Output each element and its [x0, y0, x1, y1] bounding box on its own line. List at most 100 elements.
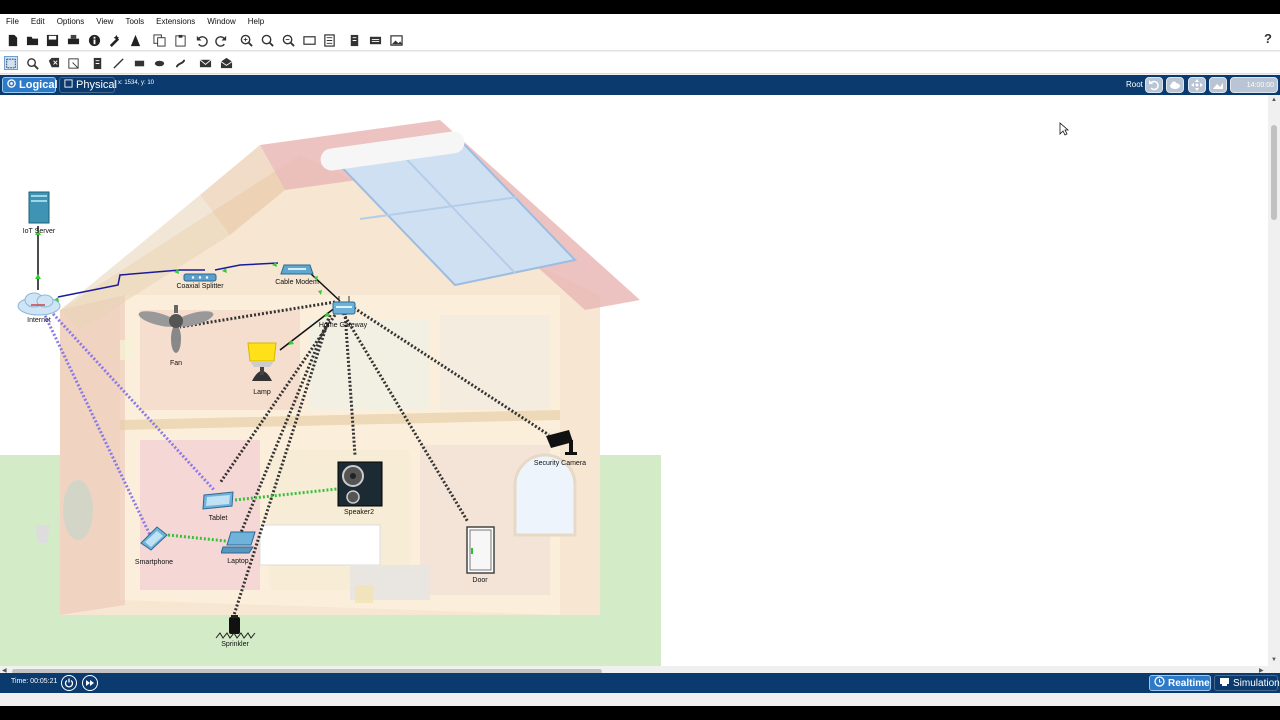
speaker-icon[interactable] [337, 461, 383, 512]
fan-label: Fan [169, 360, 183, 367]
simulation-icon [1219, 676, 1230, 690]
network-links [35, 226, 550, 616]
laptop-label: Laptop [227, 558, 249, 565]
tablet-label: Tablet [208, 515, 228, 522]
simulation-mode-button[interactable]: Simulation [1214, 675, 1280, 691]
place-note-icon[interactable] [90, 56, 104, 70]
security-camera-label: Security Camera [533, 460, 587, 467]
tab-physical-label: Physical [76, 79, 117, 91]
tablet-icon[interactable] [200, 491, 236, 516]
edit-toolbar [0, 52, 1280, 74]
new-file-icon[interactable] [5, 33, 19, 47]
simulation-time: Time: 00:05:21 [11, 678, 58, 685]
cable-modem-icon[interactable] [280, 263, 314, 281]
menu-bar: File Edit Options View Tools Extensions … [0, 14, 1280, 29]
laptop-icon[interactable] [220, 531, 259, 560]
select-tool-icon[interactable] [4, 56, 18, 70]
smartphone-label: Smartphone [134, 559, 174, 566]
tab-physical[interactable]: Physical [59, 77, 117, 93]
horizontal-scrollbar[interactable]: ◀ ▶ [0, 666, 1268, 677]
wizard-icon[interactable] [107, 33, 121, 47]
logical-view-icon [7, 79, 16, 91]
fan-icon[interactable] [138, 305, 214, 362]
home-gateway-label: Home Gateway [318, 322, 368, 329]
menu-options[interactable]: Options [56, 17, 85, 26]
background-image-icon[interactable] [1209, 77, 1227, 93]
menu-file[interactable]: File [6, 17, 19, 26]
scroll-up-icon[interactable]: ▲ [1271, 97, 1277, 103]
lamp-label: Lamp [253, 389, 271, 396]
realtime-clock-icon [1154, 676, 1165, 690]
save-icon[interactable] [45, 33, 59, 47]
scroll-down-icon[interactable]: ▼ [1271, 657, 1277, 663]
delete-tool-icon[interactable] [46, 56, 60, 70]
sprinkler-icon[interactable] [212, 615, 258, 646]
smartphone-icon[interactable] [137, 525, 171, 556]
image-icon[interactable] [389, 33, 403, 47]
door-label: Door [472, 577, 488, 584]
coaxial-splitter-icon[interactable] [183, 270, 217, 288]
help-question-icon[interactable]: ? [1264, 31, 1272, 46]
pdu-list-icon[interactable] [368, 33, 382, 47]
paste-icon[interactable] [173, 33, 187, 47]
simulation-label: Simulation [1233, 677, 1280, 689]
sprinkler-label: Sprinkler [221, 641, 249, 648]
resize-tool-icon[interactable] [66, 56, 80, 70]
tab-logical[interactable]: Logical [2, 77, 58, 93]
draw-line-icon[interactable] [111, 56, 125, 70]
copy-icon[interactable] [152, 33, 166, 47]
workspace-tabbar: Logical Physical x: 1534, y: 10 Root 14:… [0, 75, 1280, 95]
lamp-icon[interactable] [242, 341, 282, 392]
speaker-label: Speaker2 [344, 509, 374, 516]
fast-forward-icon[interactable] [82, 675, 98, 691]
internet-cloud-icon[interactable] [16, 291, 62, 322]
zoom-reset-icon[interactable] [260, 33, 274, 47]
status-bar: Time: 00:05:21 Realtime Simulation [0, 673, 1280, 693]
print-icon[interactable] [66, 33, 80, 47]
network-info-icon[interactable] [128, 33, 142, 47]
info-icon[interactable] [87, 33, 101, 47]
notes-icon[interactable] [347, 33, 361, 47]
vertical-scrollbar[interactable]: ▲ ▼ [1268, 95, 1280, 666]
menu-view[interactable]: View [96, 17, 114, 26]
realtime-label: Realtime [1168, 677, 1210, 689]
draw-rectangle-icon[interactable] [132, 56, 146, 70]
undo-icon[interactable] [194, 33, 208, 47]
vertical-scroll-thumb[interactable] [1271, 125, 1277, 220]
menu-window[interactable]: Window [207, 17, 236, 26]
menu-edit[interactable]: Edit [30, 17, 45, 26]
open-folder-icon[interactable] [25, 33, 39, 47]
logical-workspace-canvas[interactable]: IoT Server Internet Coaxial Splitter Cab… [0, 95, 1268, 666]
cloud-icon[interactable] [1166, 77, 1184, 93]
realtime-mode-button[interactable]: Realtime [1149, 675, 1211, 691]
horizontal-scroll-thumb[interactable] [12, 669, 602, 674]
menu-help[interactable]: Help [247, 17, 265, 26]
move-icon[interactable] [1188, 77, 1206, 93]
inspect-tool-icon[interactable] [25, 56, 39, 70]
freeform-icon[interactable] [173, 56, 187, 70]
back-icon[interactable] [1145, 77, 1163, 93]
coaxial-splitter-label: Coaxial Splitter [176, 283, 224, 290]
add-complex-pdu-icon[interactable] [219, 56, 233, 70]
iot-server-label: IoT Server [22, 228, 56, 235]
power-cycle-icon[interactable] [61, 675, 77, 691]
custom-device-icon[interactable] [322, 33, 336, 47]
menu-extensions[interactable]: Extensions [156, 17, 196, 26]
zoom-in-icon[interactable] [239, 33, 253, 47]
zoom-out-icon[interactable] [281, 33, 295, 47]
internet-label: Internet [27, 317, 51, 324]
draw-ellipse-icon[interactable] [152, 56, 166, 70]
scroll-right-icon[interactable]: ▶ [1259, 668, 1264, 674]
security-camera-icon[interactable] [543, 428, 579, 463]
root-label: Root [1126, 80, 1143, 89]
home-gateway-icon[interactable] [331, 295, 357, 322]
scroll-left-icon[interactable]: ◀ [2, 668, 7, 674]
redo-icon[interactable] [214, 33, 228, 47]
clock-time: 14:00:00 [1246, 81, 1274, 89]
tab-logical-label: Logical [19, 79, 58, 91]
iot-server-icon[interactable] [28, 191, 50, 229]
menu-tools[interactable]: Tools [125, 17, 145, 26]
add-simple-pdu-icon[interactable] [198, 56, 212, 70]
palette-icon[interactable] [302, 33, 316, 47]
door-icon[interactable] [466, 526, 495, 579]
